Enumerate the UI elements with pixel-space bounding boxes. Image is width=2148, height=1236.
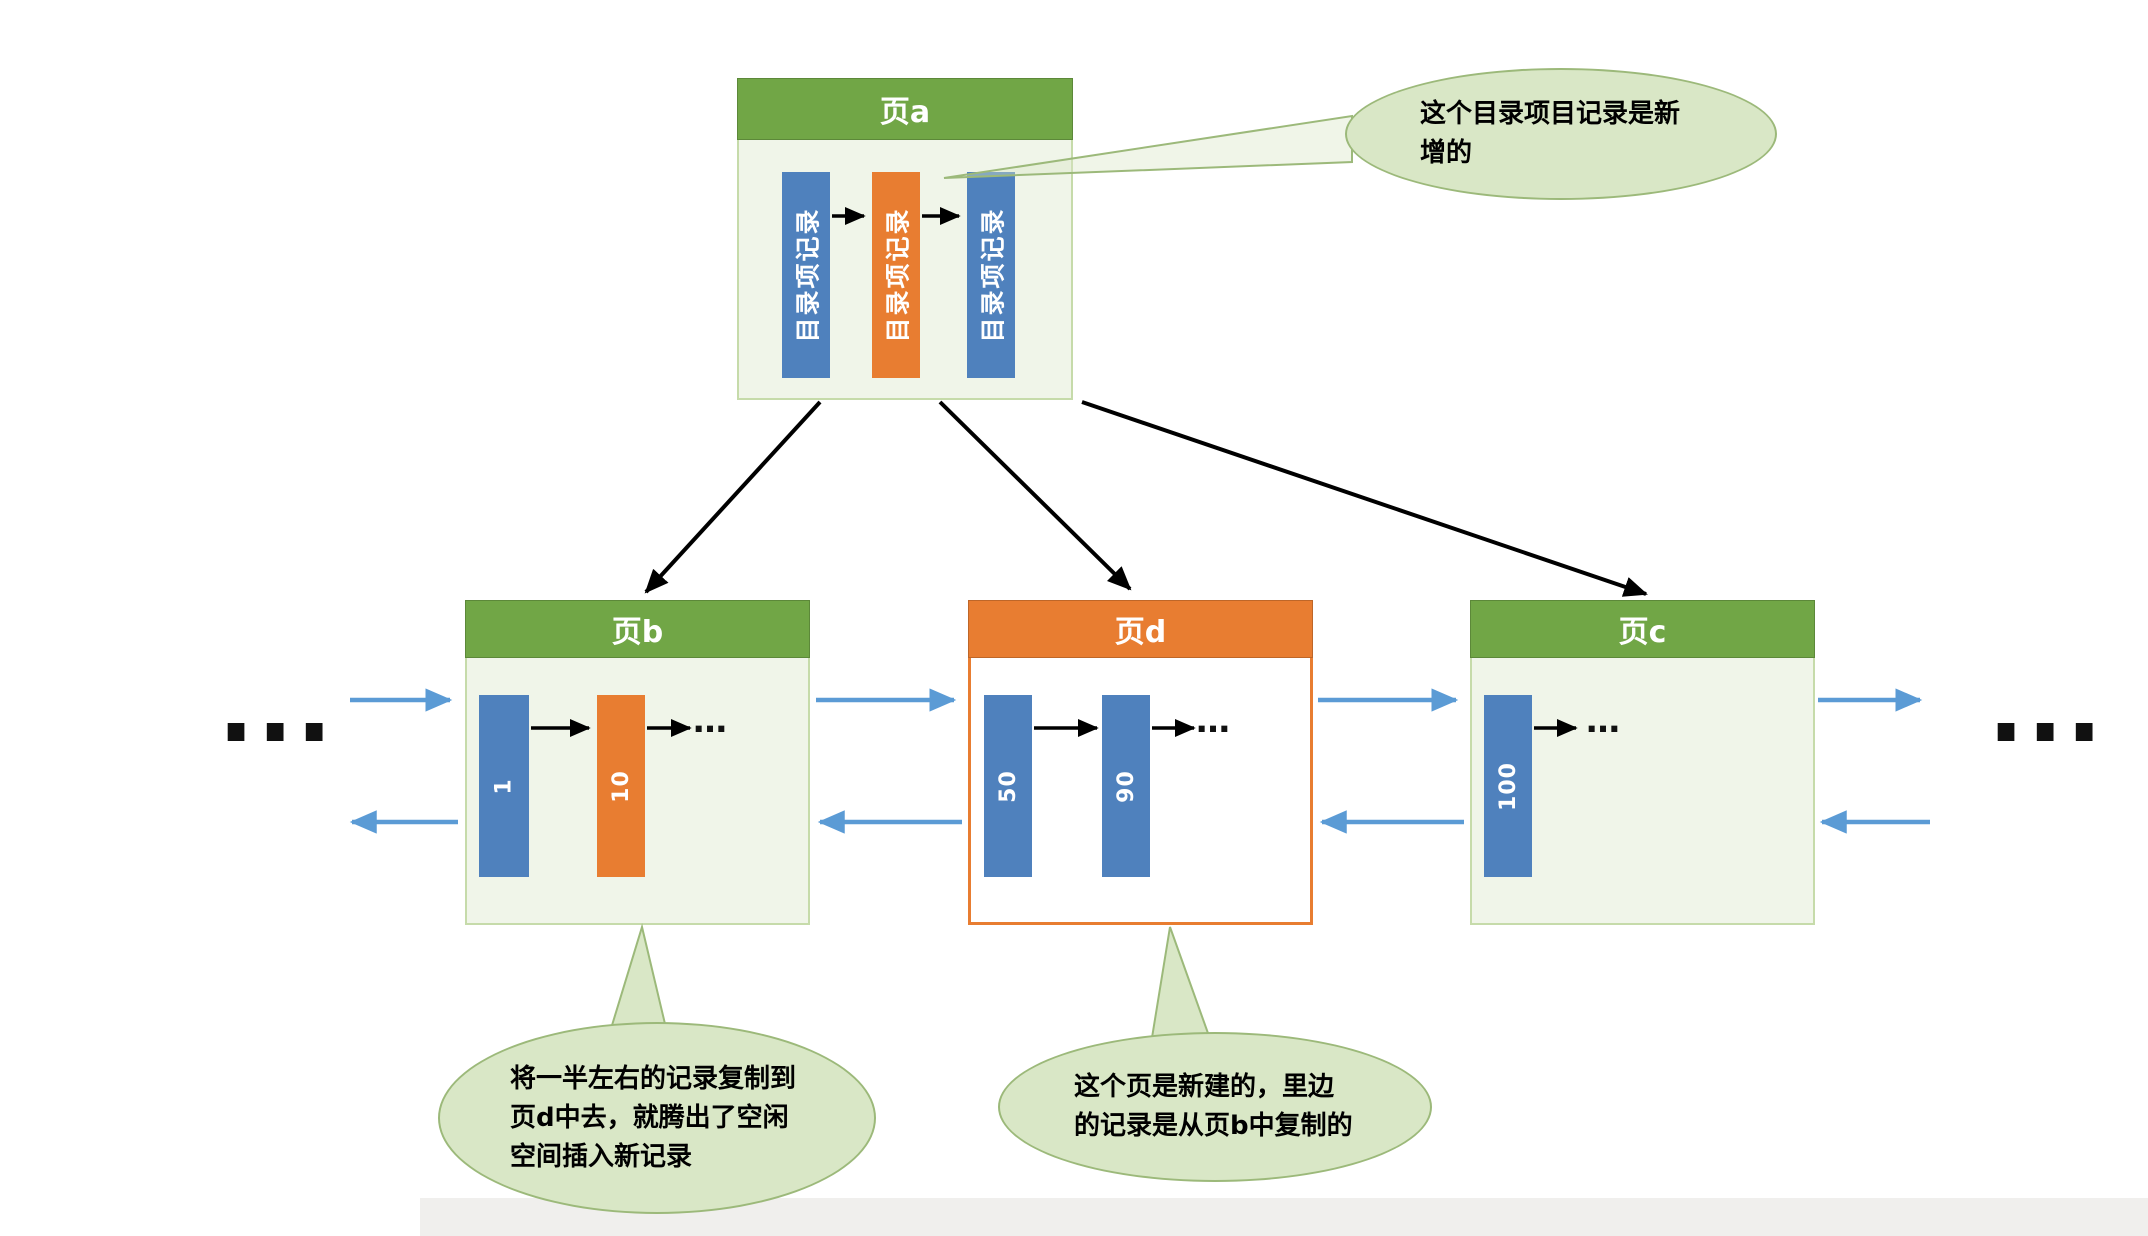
page-b-record-1-label: 1 (491, 777, 517, 795)
page-a-header: 页a (737, 78, 1073, 140)
callout-new-page-text: 这个页是新建的，里边的记录是从页b中复制的 (1074, 1072, 1353, 1141)
callout-new-page: 这个页是新建的，里边的记录是从页b中复制的 (998, 1032, 1432, 1182)
tree-arrow-a-to-c (1081, 400, 1648, 597)
callout-new-directory-record: 这个目录项目记录是新增的 (1345, 68, 1777, 200)
page-c-record-100: 100 (1484, 695, 1532, 877)
page-c-title: 页c (1618, 615, 1667, 650)
left-list-ellipsis: ... (218, 654, 336, 764)
page-d-record-90: 90 (1102, 695, 1150, 877)
page-b-ellipsis: … (693, 701, 727, 741)
page-c-box: 页c 100 … (1470, 600, 1815, 925)
page-a-box: 页a 目录项记录 目录项记录 目录项记录 (737, 78, 1073, 400)
callout-new-directory-record-text: 这个目录项目记录是新增的 (1420, 99, 1681, 168)
page-b-record-1: 1 (479, 695, 529, 877)
page-c-ellipsis: … (1586, 701, 1620, 741)
right-list-ellipsis: ... (1988, 654, 2106, 764)
page-a-directory-record-2-label: 目录项记录 (883, 207, 913, 343)
page-b-box: 页b 1 10 … (465, 600, 810, 925)
tree-arrow-a-to-b (644, 400, 822, 594)
callout-copy-records: 将一半左右的记录复制到页d中去，就腾出了空闲空间插入新记录 (438, 1022, 876, 1214)
page-a-directory-record-1: 目录项记录 (782, 172, 830, 378)
page-b-record-10-label: 10 (608, 769, 634, 803)
page-a-directory-record-1-label: 目录项记录 (793, 207, 823, 343)
page-d-record-50-label: 50 (995, 769, 1021, 803)
page-b-title: 页b (611, 615, 664, 650)
page-a-title: 页a (879, 95, 931, 130)
page-b-header: 页b (465, 600, 810, 658)
page-a-directory-record-3-label: 目录项记录 (978, 207, 1008, 343)
page-d-title: 页d (1114, 615, 1167, 650)
page-d-record-90-label: 90 (1113, 769, 1139, 803)
page-d-record-50: 50 (984, 695, 1032, 877)
page-d-ellipsis: … (1196, 701, 1230, 741)
tree-arrow-a-to-d (938, 400, 1132, 591)
callout-copy-records-text: 将一半左右的记录复制到页d中去，就腾出了空闲空间插入新记录 (510, 1063, 797, 1172)
page-d-header: 页d (968, 600, 1313, 658)
page-c-header: 页c (1470, 600, 1815, 658)
page-d-box: 页d 50 90 … (968, 600, 1313, 925)
page-c-record-100-label: 100 (1495, 761, 1521, 811)
page-b-record-10: 10 (597, 695, 645, 877)
page-a-directory-record-2-new: 目录项记录 (872, 172, 920, 378)
page-a-directory-record-3: 目录项记录 (967, 172, 1015, 378)
